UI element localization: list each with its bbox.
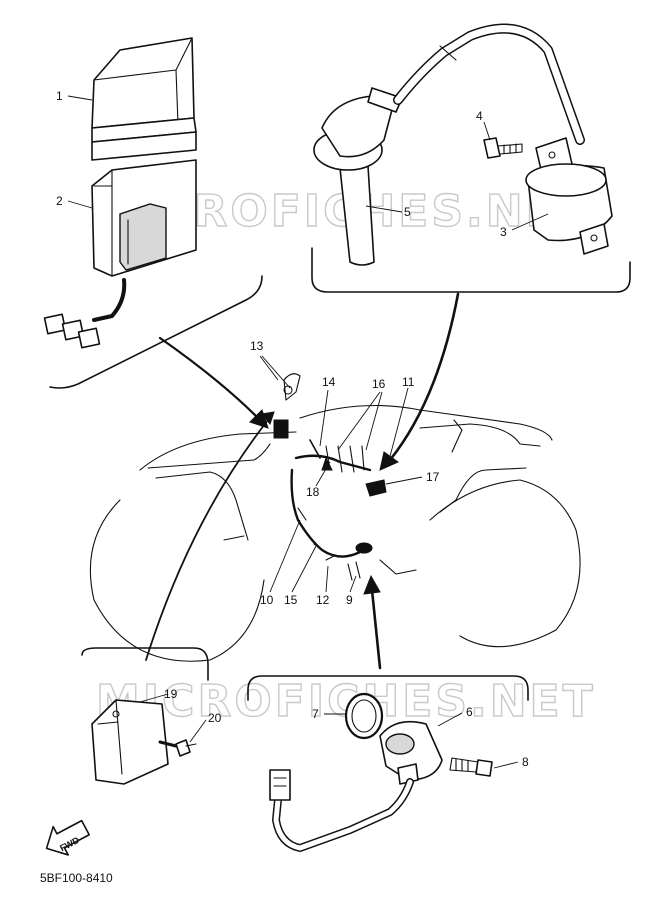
cdi-unit [43, 159, 197, 349]
leader-lines [67, 95, 549, 769]
callout-2: 2 [56, 194, 63, 208]
watermark-bottom: MICROFICHES.NET [96, 676, 596, 727]
callout-numbers: 1 2 3 4 5 6 7 8 9 10 11 12 13 14 15 16 1… [56, 89, 529, 769]
callout-15: 15 [284, 593, 298, 607]
diagram-code: 5BF100-8410 [40, 871, 113, 885]
callout-20: 20 [208, 711, 222, 725]
arrow-rectifier-to-bike [145, 411, 275, 661]
callout-11: 11 [402, 375, 415, 389]
callout-16: 16 [372, 377, 386, 391]
callout-14: 14 [322, 375, 336, 389]
frame-bottom-right [247, 675, 529, 701]
arrow-coil-to-bike [379, 292, 460, 471]
callout-18: 18 [306, 485, 320, 499]
callout-8: 8 [522, 755, 529, 769]
arrow-switch-to-bike [363, 574, 382, 670]
frame-top-left [49, 275, 263, 389]
frame-top-right [311, 247, 631, 293]
callout-3: 3 [500, 225, 507, 239]
callout-13: 13 [250, 339, 264, 353]
switch-bolt [449, 757, 493, 777]
forward-arrow: FWD [45, 819, 90, 856]
spark-plug-cap [313, 23, 585, 266]
rectifier-screw [175, 739, 197, 757]
callout-17: 17 [426, 470, 440, 484]
callout-7: 7 [312, 707, 319, 721]
harness-connector-block [273, 419, 289, 439]
callout-6: 6 [466, 705, 473, 719]
callout-5: 5 [404, 205, 411, 219]
callout-1: 1 [56, 89, 63, 103]
rectifier-regulator [91, 699, 178, 785]
callout-12: 12 [316, 593, 330, 607]
wire-harness [273, 373, 387, 581]
callout-19: 19 [164, 687, 178, 701]
coil-bolt [483, 137, 523, 159]
callout-4: 4 [476, 109, 483, 123]
frame-bottom-left [81, 647, 209, 681]
o-ring [344, 692, 384, 740]
cdi-cover [91, 37, 197, 161]
motorcycle-outline [89, 405, 581, 662]
neutral-switch [269, 720, 443, 852]
callout-10: 10 [260, 593, 274, 607]
ignition-coil [525, 137, 613, 255]
callout-9: 9 [346, 593, 353, 607]
